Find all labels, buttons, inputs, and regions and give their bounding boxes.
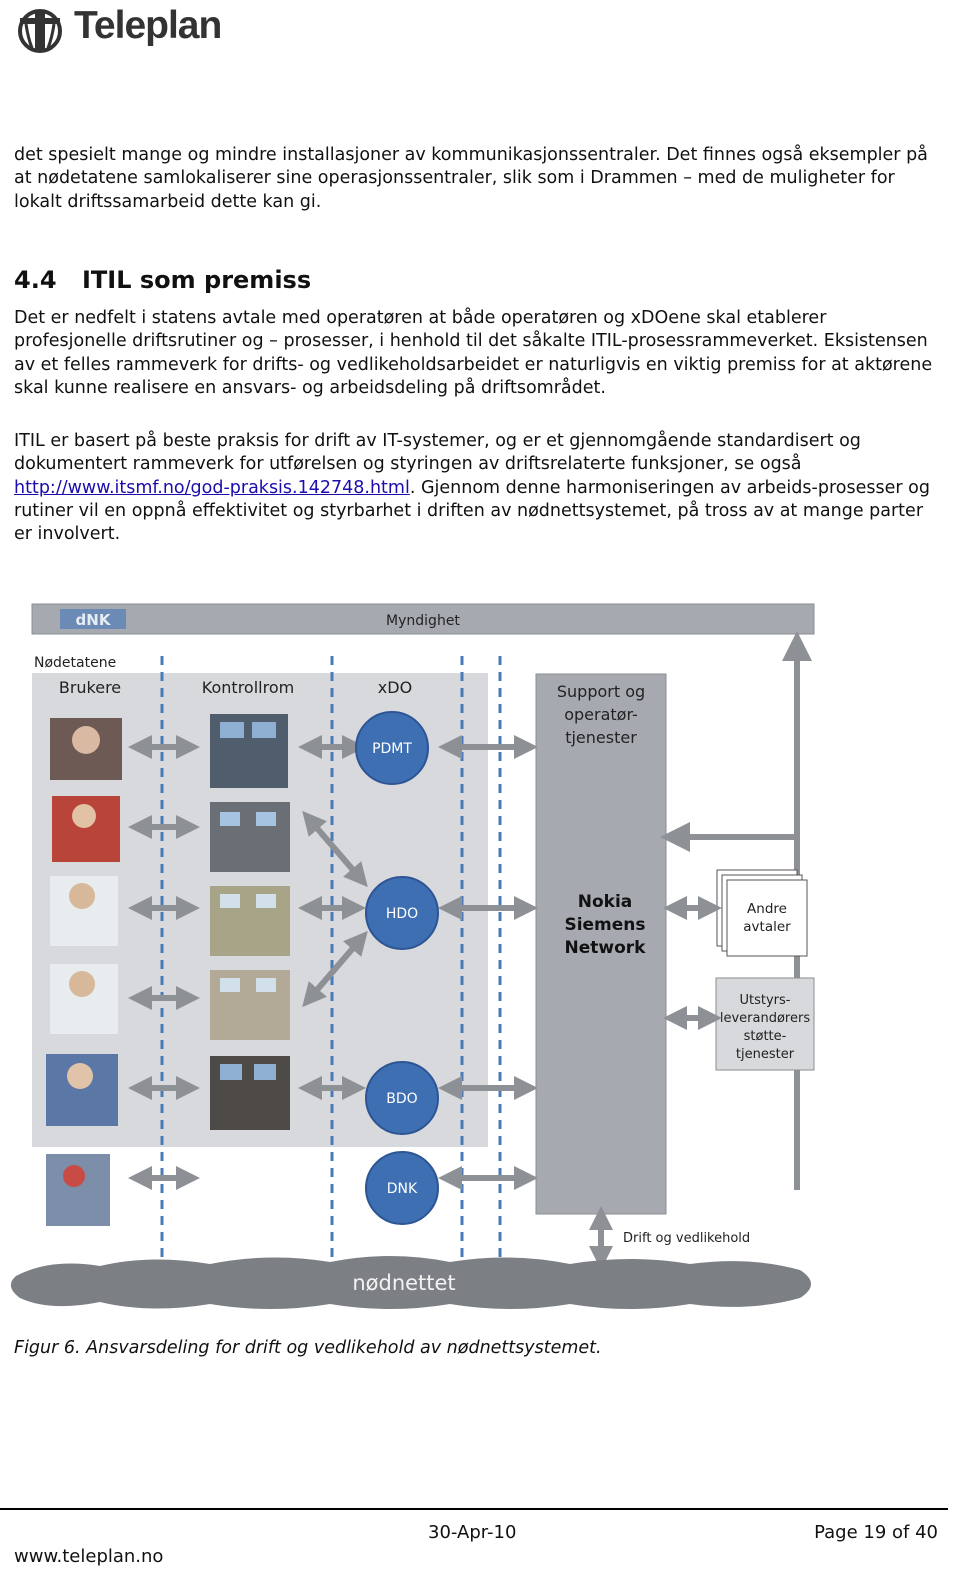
- dnk-circle: [365, 1151, 439, 1225]
- paragraph-2-text: ITIL er basert på beste praksis for drif…: [14, 431, 861, 475]
- utstyr-box: Utstyrs- leverandørers støtte- tjenester: [715, 977, 815, 1071]
- intro-paragraph: det spesielt mange og mindre installasjo…: [14, 145, 928, 212]
- dnk-logo-text: dNK: [76, 611, 112, 629]
- teleplan-logo: Teleplan: [14, 4, 232, 53]
- utstyr-line-2: leverandørers: [720, 1011, 810, 1026]
- control-room-photos: [210, 714, 290, 1130]
- dnk-logo: [60, 609, 126, 629]
- logo-text: Teleplan: [74, 4, 222, 47]
- section-number: 4.4: [14, 266, 57, 294]
- section-paragraph-1: Det er nedfelt i statens avtale med oper…: [14, 308, 933, 398]
- section-heading: 4.4 ITIL som premiss: [14, 266, 311, 294]
- itsmf-link[interactable]: http://www.itsmf.no/god-praksis.142748.h…: [14, 477, 410, 498]
- nsn-line-3: Network: [565, 938, 647, 958]
- support-column: [535, 673, 667, 1215]
- xdo-label: xDO: [378, 678, 412, 697]
- horizontal-arrows: [128, 735, 538, 1190]
- andre-avtaler-line-2: avtaler: [743, 919, 791, 935]
- hdo-label: HDO: [386, 906, 418, 922]
- brukere-label: Brukere: [59, 678, 121, 697]
- globe-icon: [18, 9, 62, 53]
- section-paragraph-2: ITIL er basert på beste praksis for drif…: [14, 430, 944, 546]
- hdo-circle: [365, 876, 439, 950]
- pdmt-circle: [355, 711, 429, 785]
- support-line-3: tjenester: [565, 728, 637, 747]
- support-line-1: Support og: [557, 682, 645, 701]
- xdo-circles: PDMT HDO BDO DNK: [355, 711, 439, 1225]
- nsn-line-2: Siemens: [564, 915, 645, 935]
- responsibility-diagram: dNK Myndighet Nødetatene Brukere Kontrol…: [10, 603, 815, 1309]
- myndighet-bar: [31, 603, 815, 635]
- support-line-2: operatør-: [564, 705, 638, 724]
- footer-divider: [0, 1508, 948, 1510]
- dnk-label: DNK: [387, 1181, 418, 1197]
- footer-page-number: Page 19 of 40: [814, 1522, 938, 1543]
- kontrollrom-label: Kontrollrom: [202, 678, 294, 697]
- figure-caption: Figur 6. Ansvarsdeling for drift og vedl…: [14, 1338, 602, 1358]
- andre-avtaler-line-1: Andre: [747, 901, 787, 917]
- pdmt-label: PDMT: [372, 741, 412, 757]
- user-photos: [46, 718, 122, 1226]
- utstyr-line-1: Utstyrs-: [740, 993, 791, 1008]
- andre-avtaler-box: Andre avtaler: [716, 869, 808, 957]
- section-title: ITIL som premiss: [82, 266, 312, 294]
- cloud-label: nødnettet: [352, 1271, 455, 1295]
- nodnettet-cloud: [10, 1256, 812, 1309]
- nsn-line-1: Nokia: [578, 892, 633, 912]
- nodetatene-label: Nødetatene: [34, 655, 116, 671]
- footer-date: 30-Apr-10: [428, 1522, 517, 1543]
- utstyr-line-4: tjenester: [736, 1047, 795, 1062]
- footer-url: www.teleplan.no: [14, 1546, 164, 1567]
- drift-label: Drift og vedlikehold: [623, 1231, 750, 1246]
- paragraph-2-text-end: . Gjennom denne harmoniseringen av arbei…: [14, 477, 930, 545]
- bdo-circle: [365, 1061, 439, 1135]
- bdo-label: BDO: [386, 1091, 417, 1107]
- myndighet-label: Myndighet: [386, 613, 460, 629]
- utstyr-line-3: støtte-: [744, 1029, 787, 1044]
